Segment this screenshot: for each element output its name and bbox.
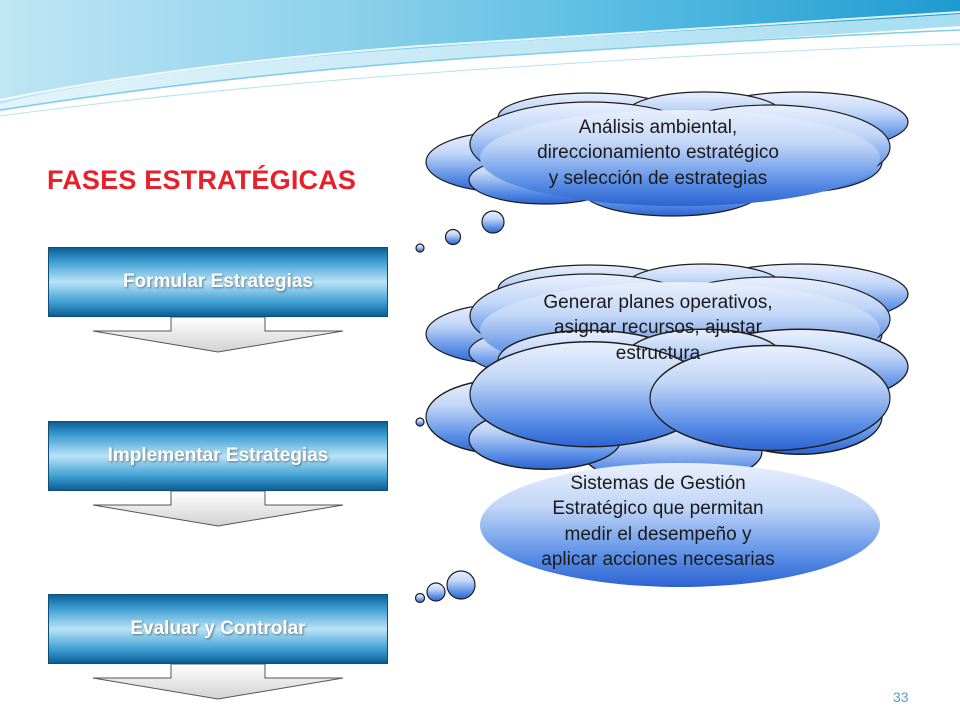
phase-label: Implementar Estrategias	[107, 445, 329, 466]
down-arrow-icon	[92, 664, 344, 700]
cloud-1-text: Análisis ambiental, direccionamiento est…	[490, 115, 826, 191]
cloud-line: Estratégico que permitan	[552, 498, 764, 520]
cloud-2-text: Generar planes operativos, asignar recur…	[490, 290, 826, 366]
cloud-line: asignar recursos, ajustar	[553, 317, 763, 339]
phase-box: Implementar Estrategias	[48, 421, 388, 491]
cloud-line: aplicar acciones necesarias	[541, 548, 775, 570]
slide-title: FASES ESTRATÉGICAS	[47, 165, 357, 195]
cloud-line: y selección de estrategias	[548, 167, 768, 189]
slide-number: 33	[893, 689, 909, 705]
cloud-line: medir el desempeño y	[564, 523, 752, 545]
cloud-3-text: Sistemas de Gestión Estratégico que perm…	[490, 471, 826, 572]
cloud-1	[415, 91, 909, 253]
cloud-line: Análisis ambiental,	[578, 117, 738, 138]
cloud-line: direccionamiento estratégico	[537, 142, 779, 164]
phase-evaluar: Evaluar y Controlar	[48, 594, 388, 700]
cloud-line: estructura	[615, 342, 701, 364]
phase-box: Formular Estrategias	[48, 247, 388, 317]
header-wave-decoration	[0, 0, 960, 117]
cloud-3	[414, 328, 909, 604]
phase-box: Evaluar y Controlar	[48, 594, 388, 664]
cloud-line: Generar planes operativos,	[543, 292, 773, 313]
down-arrow-icon	[92, 491, 344, 527]
phase-label: Evaluar y Controlar	[130, 618, 306, 639]
phase-formular: Formular Estrategias	[48, 247, 388, 353]
cloud-line: Sistemas de Gestión	[570, 473, 746, 494]
phase-label: Formular Estrategias	[122, 271, 314, 292]
phase-implementar: Implementar Estrategias	[48, 421, 388, 527]
down-arrow-icon	[92, 317, 344, 353]
